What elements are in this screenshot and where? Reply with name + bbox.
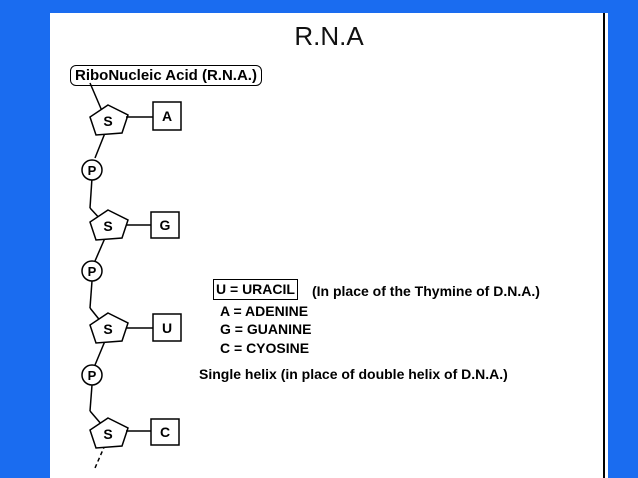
- heading-box: RiboNucleic Acid (R.N.A.): [70, 65, 262, 86]
- base-label: U: [162, 320, 172, 336]
- phosphate-circle: [81, 260, 103, 282]
- phosphate-label: P: [88, 163, 97, 178]
- backbone-line: [89, 384, 93, 412]
- guanine-legend: G = GUANINE: [220, 321, 312, 337]
- sugar-label: S: [103, 426, 112, 442]
- base-box: [150, 211, 180, 239]
- backbone-line: [94, 132, 106, 159]
- phosphate-circle: [81, 364, 103, 386]
- backbone-line: [94, 340, 106, 366]
- uracil-legend-box: U = URACIL: [213, 279, 298, 300]
- backbone-line: [89, 280, 93, 309]
- sugar-label: S: [103, 321, 112, 337]
- helix-note: Single helix (in place of double helix o…: [199, 366, 508, 382]
- right-border-line: [603, 13, 605, 478]
- base-label: G: [160, 217, 171, 233]
- sugar-pentagon: [89, 312, 129, 344]
- sugar-pentagon: [89, 104, 129, 136]
- backbone-line: [94, 237, 106, 262]
- sugar-pentagon: [89, 209, 129, 241]
- sugar-pentagon: [89, 417, 129, 449]
- sugar-label: S: [103, 113, 112, 129]
- phosphate-label: P: [88, 264, 97, 279]
- adenine-legend: A = ADENINE: [220, 303, 309, 319]
- uracil-note: (In place of the Thymine of D.N.A.): [312, 283, 540, 299]
- cytosine-legend: C = CYOSINE: [220, 340, 310, 356]
- base-box: [150, 418, 180, 446]
- base-label: A: [162, 108, 172, 124]
- phosphate-circle: [81, 159, 103, 181]
- rna-strand-diagram: S A P S G P S U P: [81, 82, 182, 469]
- page-title: R.N.A: [294, 21, 364, 51]
- base-label: C: [160, 424, 170, 440]
- sugar-label: S: [103, 218, 112, 234]
- backbone-line: [89, 177, 93, 209]
- base-box: [152, 101, 182, 131]
- phosphate-label: P: [88, 368, 97, 383]
- base-box: [152, 313, 182, 342]
- slide: R.N.A RiboNucleic Acid (R.N.A.) S A P: [50, 13, 608, 478]
